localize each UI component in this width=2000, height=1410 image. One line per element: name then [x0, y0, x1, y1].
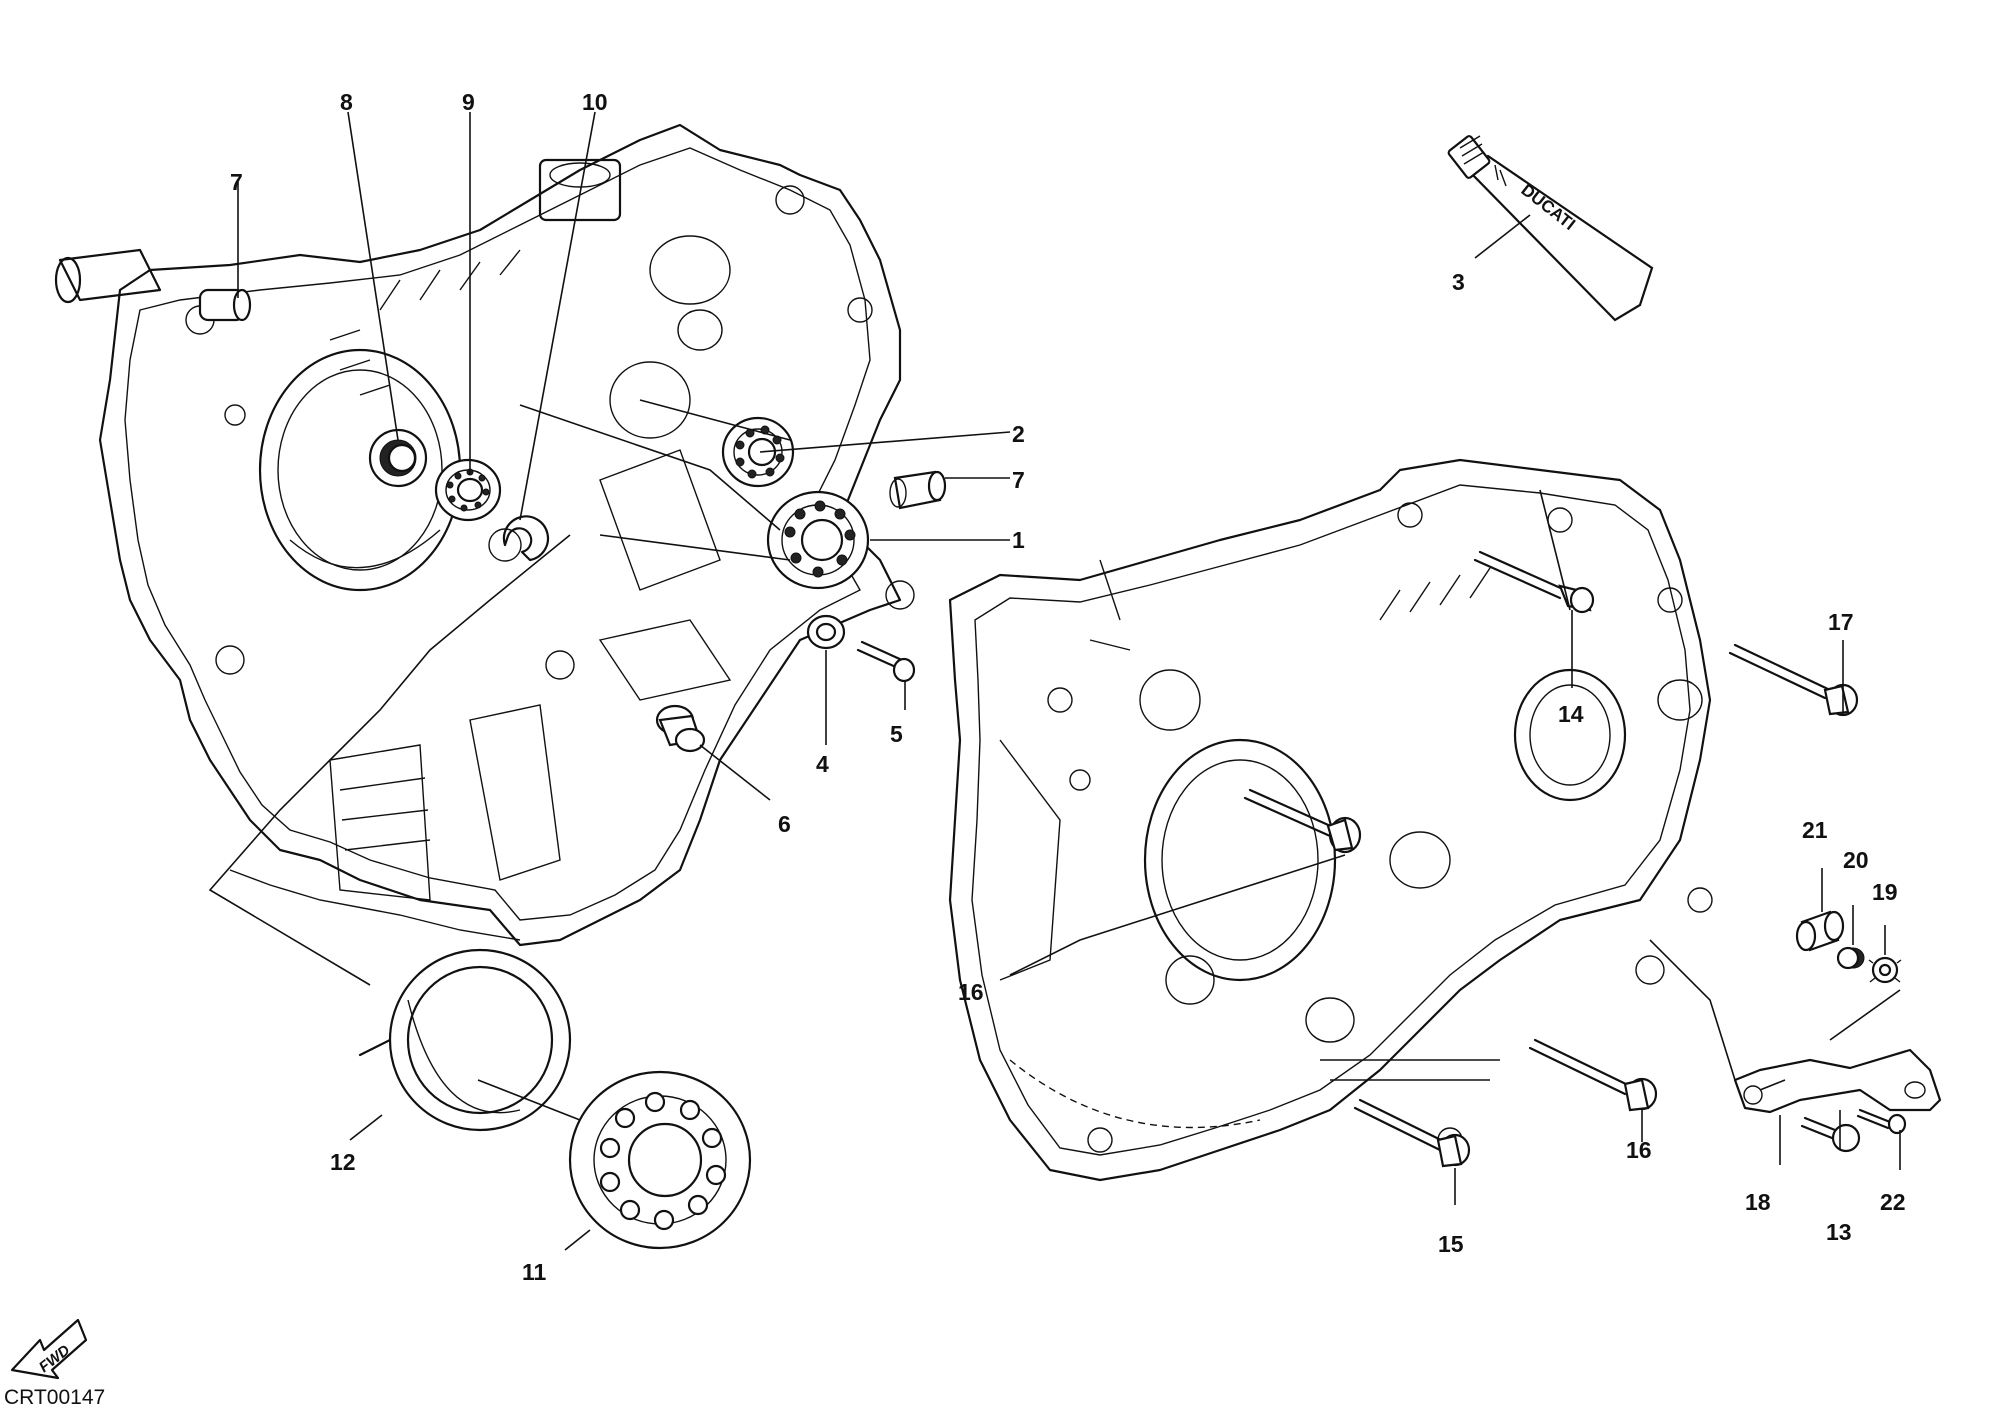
callout-14: 14 [1558, 701, 1584, 727]
drawing-code: CRT00147 [4, 1386, 105, 1409]
part-10-circlip [502, 515, 550, 562]
part-11-roller-bearing [568, 1070, 752, 1250]
part-7-dowel-right [889, 470, 947, 510]
part-14-bolt [1473, 550, 1595, 614]
callout-22: 22 [1880, 1189, 1906, 1215]
callout-17: 17 [1828, 609, 1854, 635]
part-17-bolt [1728, 643, 1859, 717]
part-9-small-bearing [434, 458, 502, 522]
callout-5: 5 [890, 721, 903, 747]
callout-11: 11 [522, 1259, 547, 1285]
callout-3: 3 [1452, 269, 1465, 295]
callout-19: 19 [1872, 879, 1898, 905]
callout-12: 12 [330, 1149, 356, 1175]
callout-2: 2 [1012, 421, 1025, 447]
part-8-oil-seal [368, 428, 428, 488]
part-3-sealant-tube: DUCATI [1447, 135, 1654, 322]
part-1-main-bearing [766, 490, 870, 590]
right-crankcase-half [948, 458, 1713, 1182]
part-21-spacer [1795, 910, 1845, 952]
callout-16-left: 16 [958, 979, 984, 1005]
part-5-screw [856, 640, 916, 683]
leader-lines [208, 111, 1901, 1251]
part-2-bearing [721, 416, 795, 488]
part-16-bolt-left [1243, 788, 1362, 854]
part-15-bolt [1353, 1098, 1471, 1168]
part-22-screw [1856, 1108, 1907, 1135]
callout-7-right: 7 [1012, 467, 1025, 493]
part-20-small-bush [1836, 946, 1865, 970]
callout-9: 9 [462, 89, 475, 115]
part-19-star-washer [1868, 956, 1902, 984]
callout-21: 21 [1802, 817, 1828, 843]
callout-7-left: 7 [230, 169, 243, 195]
part-12-bushing [358, 948, 572, 1132]
callout-1: 1 [1012, 527, 1025, 553]
callout-16-right: 16 [1626, 1137, 1652, 1163]
callout-13: 13 [1826, 1219, 1852, 1245]
callout-10: 10 [582, 89, 608, 115]
callout-4: 4 [816, 751, 829, 777]
part-13-screw [1800, 1116, 1861, 1153]
callout-labels: 1 2 3 4 5 6 7 7 8 9 10 11 12 13 14 15 16… [230, 89, 1906, 1285]
part-16-bolt-right [1528, 1038, 1658, 1112]
callout-15: 15 [1438, 1231, 1464, 1257]
forward-arrow: FWD [10, 1318, 88, 1380]
part-4-washer [806, 614, 846, 650]
callout-20: 20 [1843, 847, 1869, 873]
part-6-plug [655, 704, 706, 753]
callout-18: 18 [1745, 1189, 1771, 1215]
callout-8: 8 [340, 89, 353, 115]
left-crankcase-half [54, 123, 915, 947]
part-18-bracket [1733, 1048, 1942, 1114]
callout-6: 6 [778, 811, 791, 837]
